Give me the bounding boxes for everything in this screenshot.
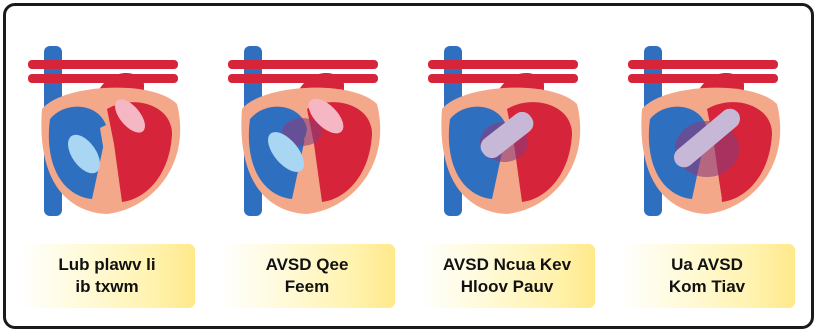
heart-illustration-partial: [222, 24, 392, 234]
diagram-frame: Lub plawv li ib txwm AVSD Qee Feem AVSD …: [3, 3, 814, 329]
heart-panel-complete: [622, 24, 792, 234]
label-box-normal: Lub plawv li ib txwm: [19, 244, 195, 308]
label-box-transitional: AVSD Ncua Kev Hloov Pauv: [419, 244, 595, 308]
heart-illustration-transitional: [422, 24, 592, 234]
heart-illustration-complete: [622, 24, 792, 234]
label-transitional-avsd: AVSD Ncua Kev Hloov Pauv: [419, 254, 595, 298]
heart-panel-normal: [22, 24, 192, 234]
label-complete-avsd: Ua AVSD Kom Tiav: [619, 254, 795, 298]
heart-illustration-normal: [22, 24, 192, 234]
heart-panel-partial: [222, 24, 392, 234]
label-box-complete: Ua AVSD Kom Tiav: [619, 244, 795, 308]
label-box-partial: AVSD Qee Feem: [219, 244, 395, 308]
label-partial-avsd: AVSD Qee Feem: [219, 254, 395, 298]
label-normal-heart: Lub plawv li ib txwm: [19, 254, 195, 298]
heart-panel-transitional: [422, 24, 592, 234]
